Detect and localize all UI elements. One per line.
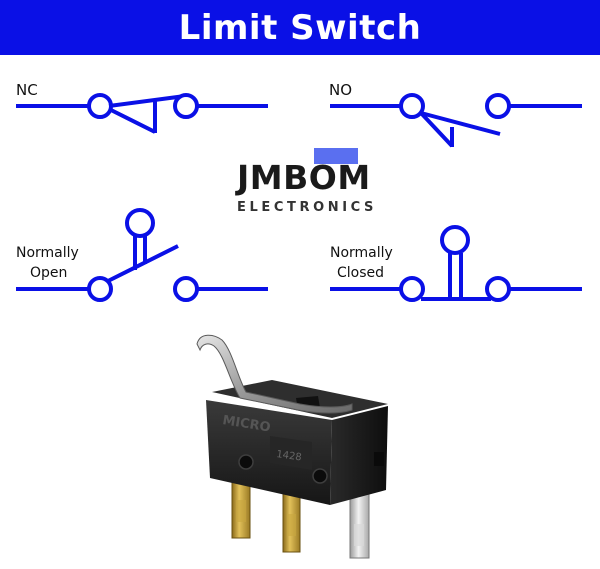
nc-symbol	[16, 93, 268, 134]
actuator-lever	[196, 334, 353, 414]
terminal-pins	[231, 469, 370, 559]
part-number-text: 1428	[276, 449, 303, 463]
no-label: NO	[329, 81, 353, 99]
normally-open-label-line1: Normally	[16, 245, 79, 261]
body-brand-text: MICRO	[221, 413, 271, 435]
normally-closed-symbol	[330, 225, 582, 302]
normally-open-label-line2: Open	[30, 265, 68, 281]
normally-open-symbol	[16, 208, 268, 302]
logo-tagline: ELECTRONICS	[237, 200, 377, 215]
logo-accent-bar	[314, 148, 358, 164]
nc-label: NC	[16, 81, 38, 99]
normally-closed-label-line1: Normally	[330, 245, 393, 261]
normally-closed-label-line2: Closed	[337, 265, 385, 281]
page-title: Limit Switch	[178, 7, 422, 48]
logo-brand: JMBOM	[237, 158, 371, 197]
title-banner: Limit Switch	[0, 0, 600, 55]
no-symbol	[330, 93, 582, 148]
